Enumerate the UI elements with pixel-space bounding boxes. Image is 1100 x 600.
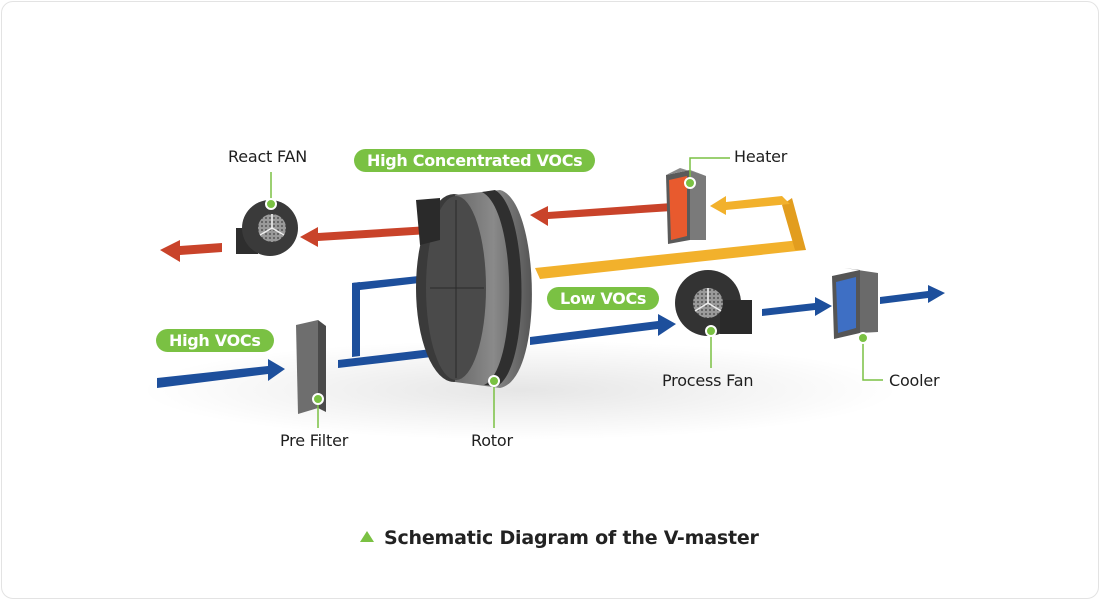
process-fan-marker [705,325,717,337]
regeneration-air-path [535,196,806,279]
pre-filter-label: Pre Filter [280,431,349,450]
process-fan-label: Process Fan [662,371,754,390]
process-to-cooler-arrow [762,297,832,316]
caption-text: Schematic Diagram of the V-master [384,527,759,549]
process-air-split-arrows [338,268,458,368]
hot-air-arrow-rotor-to-fan [300,225,445,247]
diagram-caption: Schematic Diagram of the V-master [360,527,759,549]
cooler-marker [857,332,869,344]
rotor-marker [488,375,500,387]
pre-filter-marker [312,393,324,405]
process-fan [675,270,752,336]
hot-air-arrow-heater-to-rotor [530,203,672,226]
react-fan [236,200,298,256]
heater-marker [684,177,696,189]
cooler-label: Cooler [889,371,940,390]
exhaust-arrow [160,240,222,262]
callouts [265,157,883,428]
cooler [832,268,878,339]
react-fan-marker [265,198,277,210]
heater-label: Heater [734,147,788,166]
react-fan-label: React FAN [228,147,308,166]
rotor-label: Rotor [471,431,513,450]
heater [666,168,706,244]
triangle-up-icon [360,531,374,542]
high-vocs-inlet-arrow [157,359,285,388]
high-concentrated-vocs-badge: High Concentrated VOCs [354,149,596,172]
pre-filter [296,320,326,414]
low-vocs-badge: Low VOCs [547,287,660,310]
rotor [416,190,532,388]
low-vocs-arrow [530,314,676,345]
high-vocs-badge: High VOCs [156,329,274,352]
floor-shadow [140,340,900,440]
clean-air-outlet-arrow [880,285,945,304]
